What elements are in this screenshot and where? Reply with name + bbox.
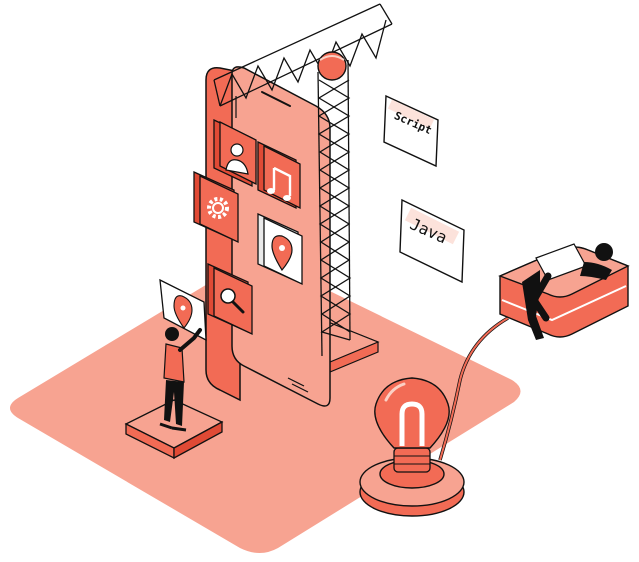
magnifier-icon	[220, 288, 245, 314]
ground-platform	[10, 257, 521, 553]
java-sign: Java	[399, 198, 465, 284]
crane-jib	[213, 3, 393, 118]
music-note-icon	[267, 166, 292, 201]
location-pin-icon	[173, 295, 193, 329]
app-tile-music	[257, 140, 301, 210]
user-icon	[225, 143, 249, 175]
reclining-person	[522, 243, 613, 340]
standing-person	[159, 327, 202, 432]
script-sign: Script	[383, 94, 439, 168]
app-tile-settings	[193, 170, 239, 244]
app-tile-location	[257, 212, 303, 286]
crane-counterweight	[317, 51, 347, 81]
person-pedestal	[124, 399, 224, 460]
app-tile-search	[207, 262, 253, 336]
gear-icon	[207, 197, 229, 219]
light-bulb-icon	[374, 377, 450, 473]
app-tile-user	[213, 118, 257, 188]
map-card	[159, 278, 207, 342]
location-pin-icon	[271, 235, 293, 272]
power-cable	[438, 316, 509, 461]
bulb-pedestal	[359, 457, 465, 517]
crane-tower	[317, 59, 352, 357]
